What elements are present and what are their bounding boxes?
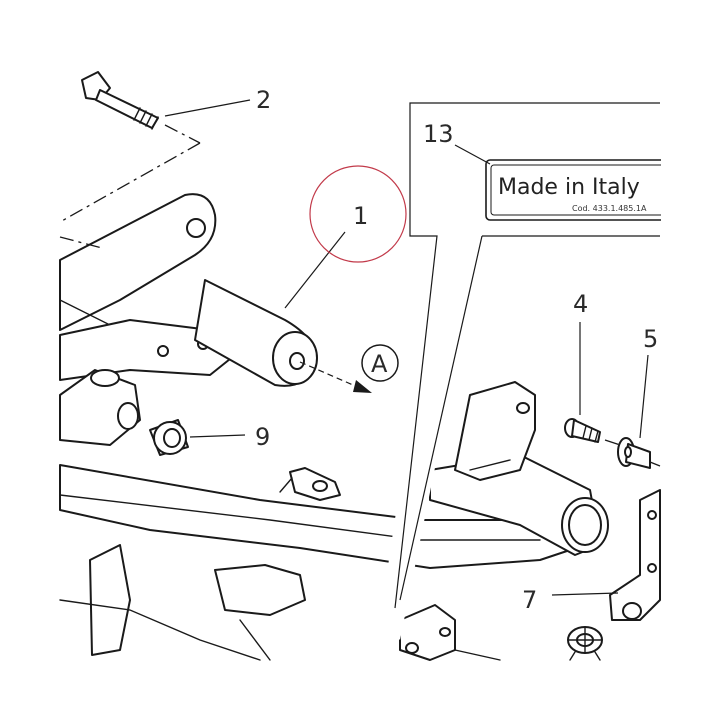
- made-in-italy-label-plate: Made in Italy Cod. 433.1.485.1A: [485, 159, 677, 221]
- highlight-circle: [309, 165, 407, 263]
- view-a-letter: A: [371, 350, 388, 378]
- frame-right-plate: [454, 381, 536, 481]
- frame-right-tube-end: [429, 454, 609, 556]
- frame-lower-bracket: [59, 544, 306, 661]
- part-4-bolt: [564, 418, 601, 443]
- assembly-axis-lines: [59, 124, 661, 467]
- callout-7: 7: [522, 586, 537, 614]
- callout-4: 4: [573, 290, 588, 318]
- part-5-bushing: [617, 437, 651, 469]
- inset-clip-mask: [661, 100, 720, 240]
- callout-leaders: [164, 99, 649, 596]
- view-a-arrow: [299, 361, 372, 393]
- frame-bracket-right: [609, 489, 661, 621]
- inset-detail-frame: [380, 102, 660, 640]
- toothed-sprocket-part: [567, 626, 603, 661]
- callout-2: 2: [256, 86, 271, 114]
- callout-13: 13: [423, 120, 454, 148]
- part-1-sleeve: [194, 279, 318, 387]
- frame-tab-mid: [279, 467, 341, 501]
- callout-9: 9: [255, 423, 270, 451]
- label-plate-text: Made in Italy: [498, 175, 640, 200]
- callout-1: 1: [353, 202, 368, 230]
- frame-left-boss: [59, 369, 141, 446]
- label-plate-code: Cod. 433.1.485.1A: [572, 204, 647, 213]
- frame-bracket-bottom: [399, 604, 501, 661]
- view-a-marker: A: [361, 344, 399, 382]
- frame-upper-left: [59, 193, 217, 341]
- part-2-bolt: [81, 71, 159, 130]
- callout-5: 5: [643, 325, 658, 353]
- part-9-spacer: [149, 419, 189, 456]
